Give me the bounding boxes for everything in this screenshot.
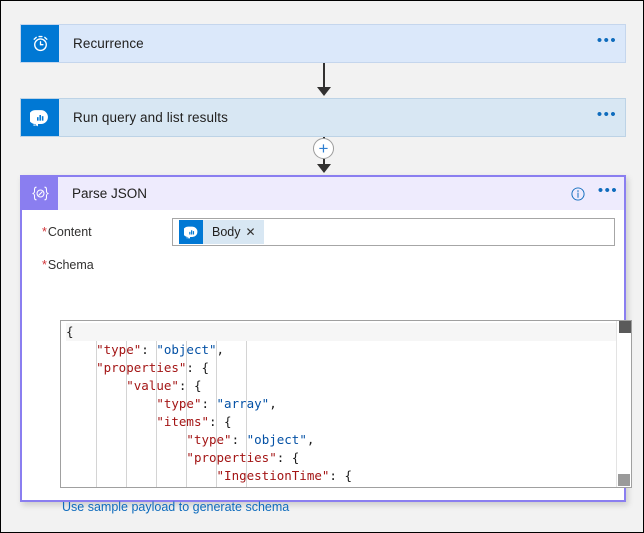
use-sample-payload-link[interactable]: Use sample payload to generate schema xyxy=(62,500,290,514)
schema-field-label: *Schema xyxy=(42,258,94,272)
alarm-clock-icon xyxy=(21,25,59,62)
braces-pencil-icon xyxy=(22,177,58,210)
content-field-label: *Content xyxy=(42,225,172,239)
required-marker: * xyxy=(42,225,47,239)
action-title: Run query and list results xyxy=(73,110,228,125)
schema-code-editor[interactable]: { "type": "object", "properties": { "val… xyxy=(60,320,632,488)
action-title: Recurrence xyxy=(73,36,144,51)
code-line: "type": "object", xyxy=(96,342,225,357)
indent-guide xyxy=(156,341,158,487)
azure-monitor-logs-icon xyxy=(179,220,203,244)
action-menu-button[interactable]: ••• xyxy=(596,32,618,49)
azure-monitor-logs-icon xyxy=(21,99,59,136)
content-input[interactable]: Body ✕ xyxy=(172,218,615,246)
info-icon[interactable] xyxy=(564,177,592,210)
action-card-parse-json[interactable]: Parse JSON ••• *Content xyxy=(20,175,632,514)
schema-json-code[interactable]: { "type": "object", "properties": { "val… xyxy=(61,321,631,487)
parse-json-header[interactable]: Parse JSON ••• xyxy=(22,177,624,210)
code-line: "items": { xyxy=(156,414,232,429)
schema-field-label-row: *Schema xyxy=(22,254,624,278)
insert-step-button[interactable]: + xyxy=(313,138,334,159)
indent-guide xyxy=(216,341,218,487)
indent-guide xyxy=(96,341,98,487)
action-card-run-query-and-list-results[interactable]: Run query and list results ••• xyxy=(20,98,626,137)
parse-json-body: *Content xyxy=(22,210,632,514)
schema-code-scroll-area[interactable]: { "type": "object", "properties": { "val… xyxy=(61,321,631,487)
action-menu-button[interactable]: ••• xyxy=(596,106,618,123)
content-field-row: *Content xyxy=(22,210,624,254)
code-line: "properties": { xyxy=(186,450,300,465)
content-label-text: Content xyxy=(47,225,92,239)
editor-vertical-scrollbar[interactable] xyxy=(616,321,631,487)
dynamic-content-token-body[interactable]: Body ✕ xyxy=(179,220,264,244)
editor-scrollbar-thumb[interactable] xyxy=(619,321,631,333)
code-line: { xyxy=(66,323,631,341)
schema-label-text: Schema xyxy=(47,258,94,272)
code-line: "properties": { xyxy=(96,360,209,375)
code-line: "value": { xyxy=(126,378,202,393)
code-line: "type": "object", xyxy=(186,432,315,447)
required-marker: * xyxy=(42,258,47,272)
editor-resize-grip[interactable] xyxy=(618,474,630,486)
token-label: Body xyxy=(212,225,241,239)
generate-schema-row: Use sample payload to generate schema xyxy=(62,498,289,516)
action-card-recurrence[interactable]: Recurrence ••• xyxy=(20,24,626,63)
code-line: "type": "array", xyxy=(156,396,277,411)
indent-guide xyxy=(126,341,128,487)
remove-token-icon[interactable]: ✕ xyxy=(245,225,256,239)
code-line: "IngestionTime": { xyxy=(216,468,352,483)
code-line: "type": "string" xyxy=(66,485,631,487)
indent-guide xyxy=(246,341,248,487)
parse-json-title: Parse JSON xyxy=(72,186,148,201)
indent-guide xyxy=(186,341,188,487)
parse-json-menu-button[interactable]: ••• xyxy=(597,182,619,199)
